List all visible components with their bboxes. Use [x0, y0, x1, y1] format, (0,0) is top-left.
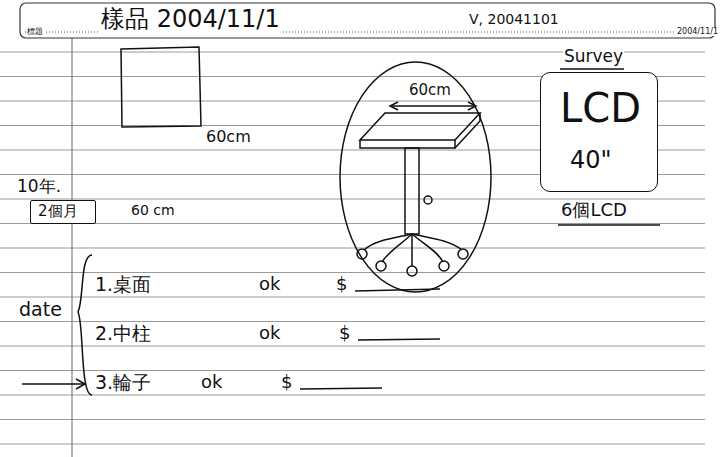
node-text: LCD	[559, 85, 642, 131]
note-text: date	[18, 299, 63, 321]
node-text: 60cm	[408, 82, 452, 99]
sketch-circle: 60cm	[338, 60, 493, 294]
square-sketch	[121, 47, 201, 127]
survey-box: SurveyLCD40"	[540, 72, 658, 192]
note-text: V, 20041101	[468, 11, 560, 27]
title: 樣品 2004/11/1	[100, 6, 281, 34]
note-text: ok	[258, 323, 281, 344]
circle-outline	[340, 62, 491, 292]
margin-line	[72, 38, 73, 457]
note-text: 6個LCD	[560, 200, 628, 221]
note-text: 3.輪子	[94, 372, 152, 394]
note-text: $	[338, 323, 351, 344]
header-band	[20, 3, 715, 38]
note-text: 60cm	[205, 128, 252, 146]
note-text: 60 cm	[130, 202, 176, 218]
boxed-note: 2個月	[30, 200, 96, 224]
node-text: 2個月	[37, 203, 79, 220]
note-text: $	[335, 274, 348, 295]
underline	[560, 68, 624, 69]
node-text: Survey	[563, 47, 624, 67]
table-sketch	[357, 102, 480, 276]
note-text: 1.桌面	[94, 274, 152, 296]
note-text: $	[280, 372, 293, 393]
node-text: 40"	[569, 147, 613, 175]
blank-lines	[300, 289, 440, 389]
note-text: 2004/11/1	[676, 27, 719, 36]
arrow-head	[76, 379, 85, 389]
note-text: ok	[258, 274, 281, 295]
note-text: 標題	[26, 27, 44, 36]
note-text: ok	[200, 372, 223, 393]
ruled-lines	[0, 52, 705, 444]
note-text: 2.中柱	[94, 323, 152, 345]
pointer-arrow	[22, 383, 84, 385]
underline	[558, 224, 660, 225]
brace	[78, 255, 92, 395]
note-text: 10年.	[16, 177, 62, 197]
